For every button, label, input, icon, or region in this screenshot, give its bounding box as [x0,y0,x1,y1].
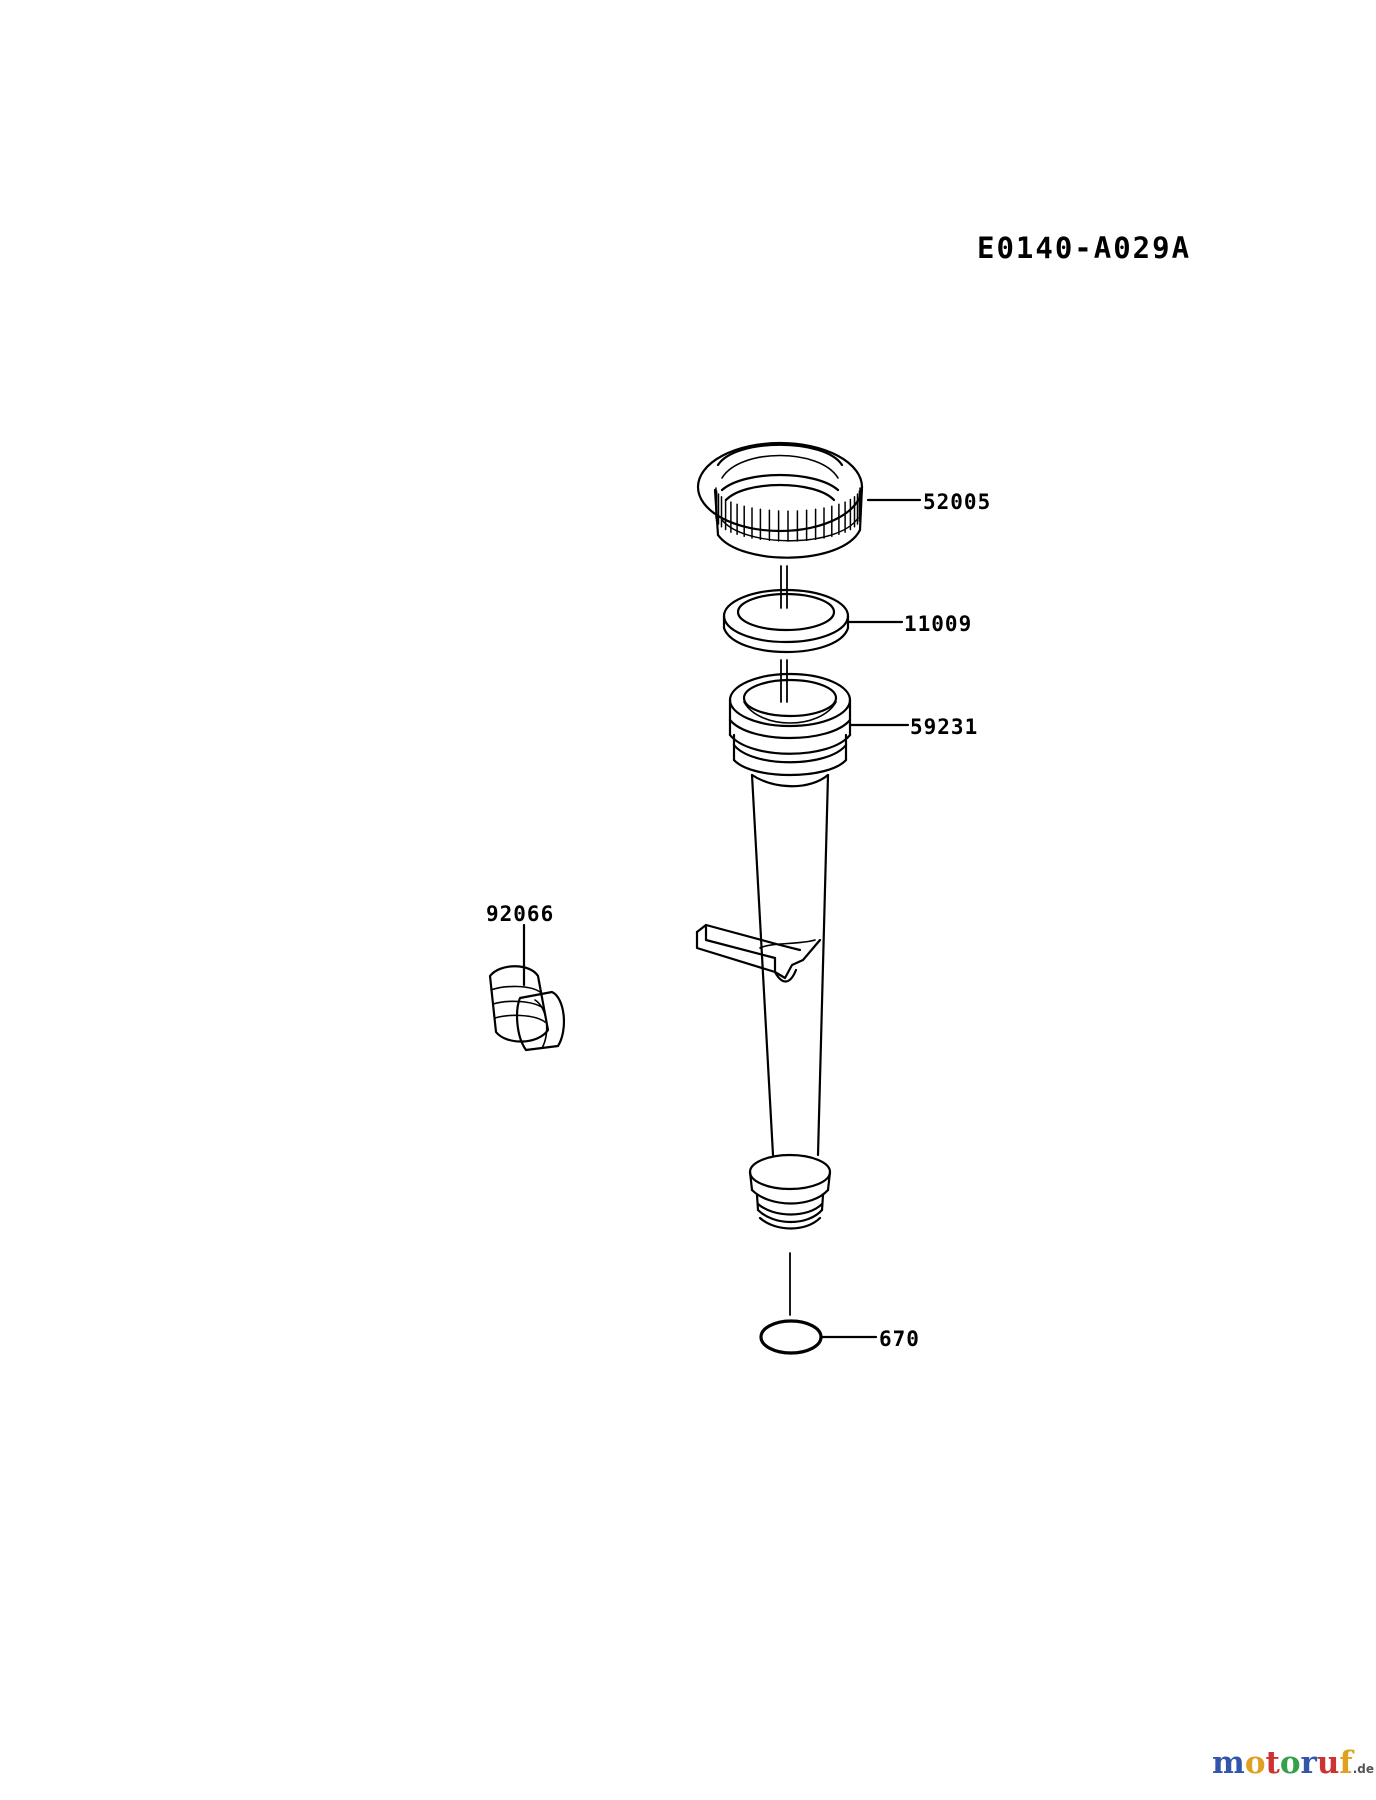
part-label-11009: 11009 [904,612,973,636]
watermark-letter: t [1265,1745,1280,1781]
motoruf-watermark: motoruf.de [1212,1748,1374,1779]
part-label-670: 670 [879,1327,920,1351]
diagram-code: E0140-A029A [977,231,1192,265]
watermark-letter: r [1300,1745,1317,1781]
washer-drawing [722,588,850,654]
fill-cap-drawing [696,441,864,559]
filler-pipe-drawing [695,672,852,1230]
watermark-letter: o [1244,1745,1266,1781]
o-ring-drawing [759,1319,823,1355]
watermark-tld: .de [1352,1762,1375,1776]
part-label-92066: 92066 [486,902,555,926]
watermark-letter: m [1212,1745,1245,1781]
part-label-52005: 52005 [923,490,992,514]
watermark-letter: o [1279,1745,1301,1781]
drain-plug-drawing [488,965,565,1052]
watermark-letter: f [1339,1745,1353,1781]
watermark-letter: u [1316,1745,1340,1781]
part-label-59231: 59231 [910,715,979,739]
